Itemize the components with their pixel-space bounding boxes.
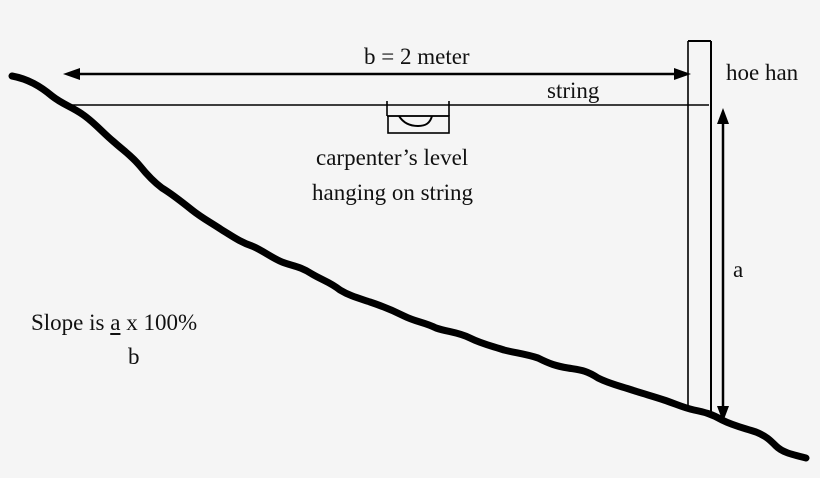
vertical-a-arrow xyxy=(717,108,729,422)
carpenters-level xyxy=(386,101,450,134)
formula-suffix: x 100% xyxy=(120,310,198,335)
level-label-line1: carpenter’s level xyxy=(316,145,469,170)
level-bubble-icon xyxy=(398,115,433,128)
arrowhead-down-icon xyxy=(717,406,729,422)
hoe-handle-pole xyxy=(687,40,712,418)
b-dimension-label: b = 2 meter xyxy=(364,44,470,69)
a-dimension-label: a xyxy=(733,257,744,282)
formula-prefix: Slope is xyxy=(31,310,111,335)
formula-denominator: b xyxy=(128,344,140,369)
horizontal-b-arrow xyxy=(63,68,691,80)
slope-formula: Slope is a x 100% xyxy=(31,311,197,334)
formula-numerator: a xyxy=(110,310,121,335)
string-label: string xyxy=(547,78,600,103)
hoe-handle-label: hoe han xyxy=(726,60,799,85)
arrowhead-right-icon xyxy=(674,68,691,80)
arrowhead-up-icon xyxy=(717,108,729,124)
arrowhead-left-icon xyxy=(63,68,80,80)
level-label-line2: hanging on string xyxy=(312,180,473,205)
ground-slope-line xyxy=(8,72,810,462)
